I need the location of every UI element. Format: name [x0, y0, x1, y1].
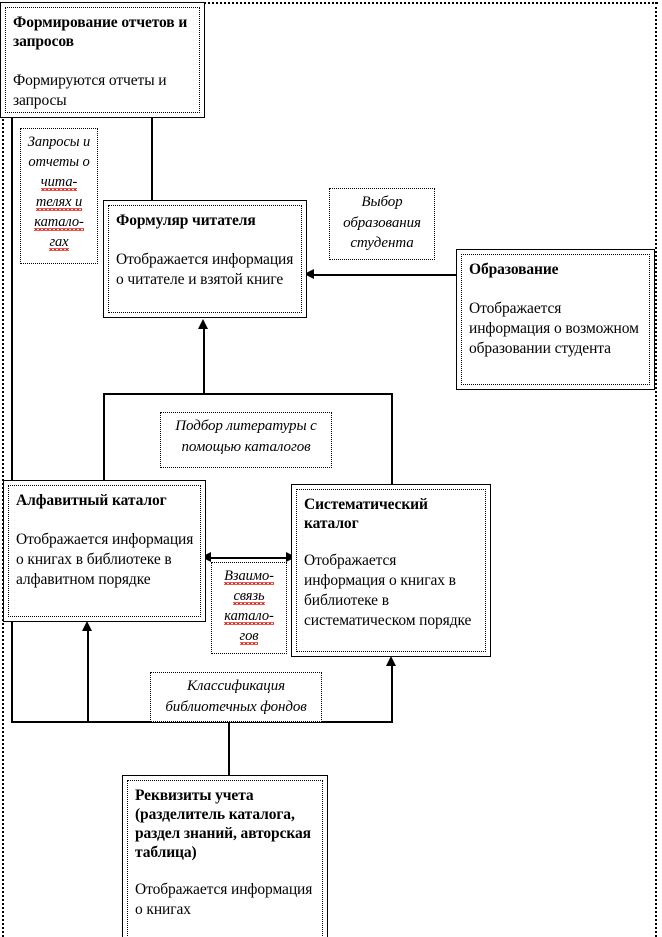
connector-catalogs-two-way-horizontal: [209, 557, 293, 559]
entity-accounting-attributes-body: Отображается информация о книгах: [135, 881, 313, 918]
flow-label-line: катало-: [224, 608, 274, 624]
connector-education-to-reader-form-horizontal: [313, 274, 457, 276]
entity-reports-and-queries[interactable]: Формирование отчетов и запросов Формирую…: [0, 2, 205, 118]
connector-accounting-to-sys-vertical: [391, 665, 393, 722]
entity-education-title: Образование: [469, 261, 559, 278]
connector-accounting-box-to-rail-vertical: [228, 721, 230, 776]
flow-label-classification: Классификация библиотечных фондов: [150, 672, 322, 722]
entity-reports-and-queries-inner: Формирование отчетов и запросов Формирую…: [5, 7, 200, 113]
entity-alphabetical-catalog[interactable]: Алфавитный каталог Отображается информац…: [3, 480, 206, 622]
connector-junction-to-reader-form-vertical: [203, 328, 205, 394]
flow-label-education-choice: Выбор образования студента: [329, 188, 435, 260]
entity-systematic-catalog-inner: Систематический каталог Отображается инф…: [296, 489, 486, 652]
connector-accounting-to-reports-vertical: [11, 112, 13, 722]
page-text-frame-right: [655, 2, 657, 937]
entity-systematic-catalog-body: Отображается информация о книгах в библи…: [304, 552, 472, 629]
page-text-frame-left: [2, 2, 4, 937]
flow-label-line: чита-: [40, 174, 78, 190]
connector-sys-catalog-up-stub: [391, 393, 393, 485]
flow-label-line: телях и: [35, 194, 83, 210]
flow-label-line: образования: [343, 214, 421, 231]
entity-reports-and-queries-body: Формируются отчеты и запросы: [13, 72, 167, 109]
entity-systematic-catalog-title: Систематический каталог: [304, 496, 428, 532]
flow-label-line: библиотечных фондов: [165, 698, 307, 715]
flow-label-literature-selection: Подбор литературы с помощью каталогов: [160, 412, 332, 468]
entity-alphabetical-catalog-body: Отображается информация о книгах в библи…: [16, 531, 194, 588]
connector-catalog-junction-horizontal: [103, 393, 393, 395]
arrowhead-into-sys-catalog-bottom: [386, 656, 396, 666]
flow-label-line: Выбор: [361, 194, 403, 210]
entity-alphabetical-catalog-inner: Алфавитный каталог Отображается информац…: [8, 485, 201, 617]
entity-education[interactable]: Образование Отображается информация о во…: [456, 249, 655, 390]
flow-label-line: отчеты о: [28, 154, 90, 170]
entity-accounting-attributes[interactable]: Реквизиты учета (разделитель каталога, р…: [122, 775, 328, 937]
entity-reader-form-inner: Формуляр читателя Отображается информаци…: [108, 205, 302, 313]
connector-alpha-catalog-up-stub: [103, 393, 105, 481]
flow-label-line: гов: [239, 628, 259, 644]
arrowhead-into-reader-form-bottom: [198, 319, 208, 329]
connector-reader-form-to-reports-vertical: [151, 112, 153, 202]
flow-label-line: связь: [233, 588, 265, 604]
entity-reports-and-queries-title: Формирование отчетов и запросов: [13, 14, 188, 50]
arrowhead-into-alpha-catalog-bottom: [82, 621, 92, 631]
flow-label-line: помощью каталогов: [181, 438, 311, 455]
flow-label-line: Взаимо-: [224, 568, 274, 584]
entity-reader-form[interactable]: Формуляр читателя Отображается информаци…: [103, 200, 307, 318]
entity-education-inner: Образование Отображается информация о во…: [461, 254, 650, 385]
arrowhead-into-reader-form-right: [304, 269, 314, 279]
arrowhead-catalogs-left: [201, 552, 211, 562]
flow-label-line: студента: [350, 235, 414, 251]
flow-label-queries-and-reports: Запросы и отчеты о чита-телях и катало-гах: [20, 128, 98, 264]
flow-label-catalog-interrelation: Взаимо-связь катало-гов: [211, 562, 287, 654]
entity-accounting-attributes-inner: Реквизиты учета (разделитель каталога, р…: [127, 780, 323, 937]
entity-reader-form-title: Формуляр читателя: [116, 212, 256, 229]
entity-alphabetical-catalog-title: Алфавитный каталог: [16, 492, 167, 509]
entity-accounting-attributes-title: Реквизиты учета (разделитель каталога, р…: [135, 787, 311, 861]
connector-accounting-to-alpha-vertical: [87, 630, 89, 722]
flow-label-line: Классификация: [187, 678, 285, 694]
flow-label-line: Подбор литературы с: [175, 418, 317, 434]
entity-reader-form-body: Отображается информация о читателе и взя…: [116, 251, 294, 288]
entity-systematic-catalog[interactable]: Систематический каталог Отображается инф…: [291, 484, 491, 657]
entity-education-body: Отображается информация о возможном обра…: [469, 300, 639, 357]
flow-label-line: Запросы и: [27, 134, 91, 150]
connector-left-rail-join: [11, 721, 89, 723]
flow-label-line: гах: [49, 234, 69, 250]
flow-label-line: катало-: [34, 214, 84, 230]
